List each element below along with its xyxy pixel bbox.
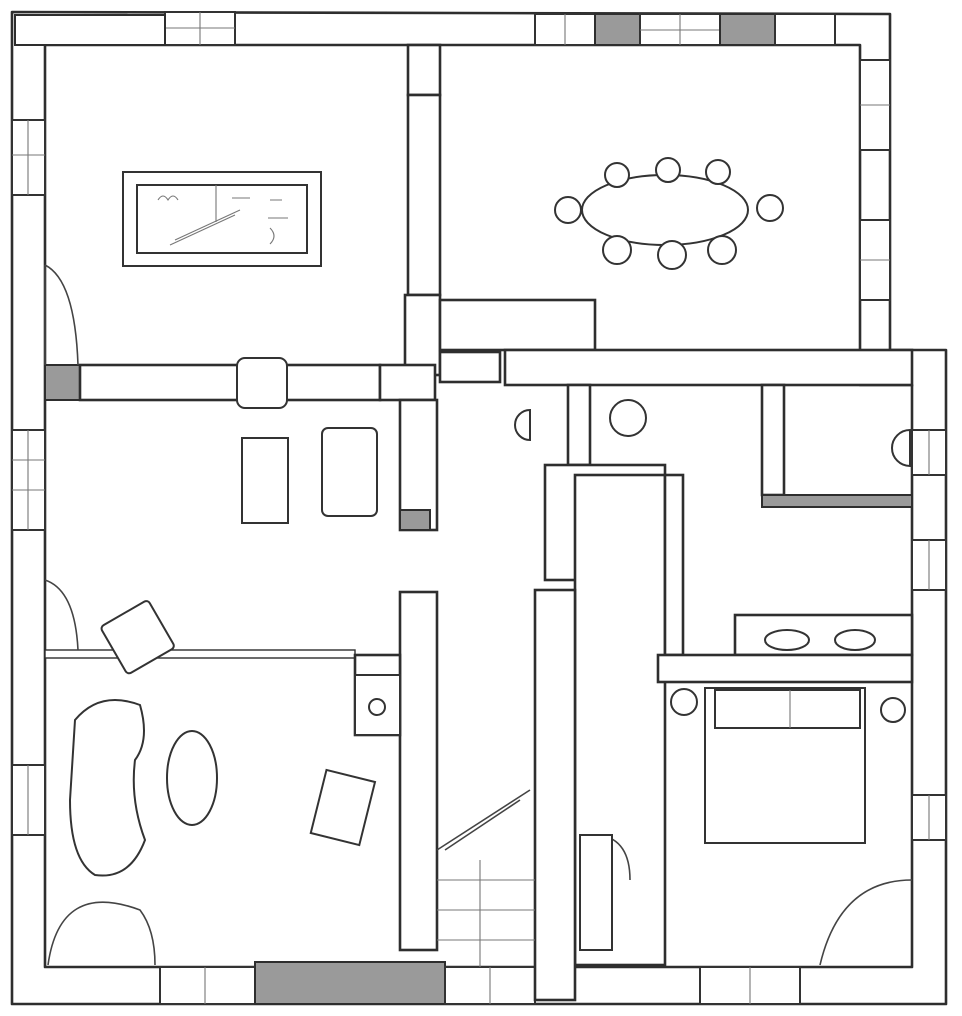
staircase: [436, 789, 535, 967]
chairs: [554, 157, 784, 270]
furniture: [68, 157, 911, 951]
interior-walls: [44, 43, 914, 1002]
windows: [11, 11, 947, 1005]
